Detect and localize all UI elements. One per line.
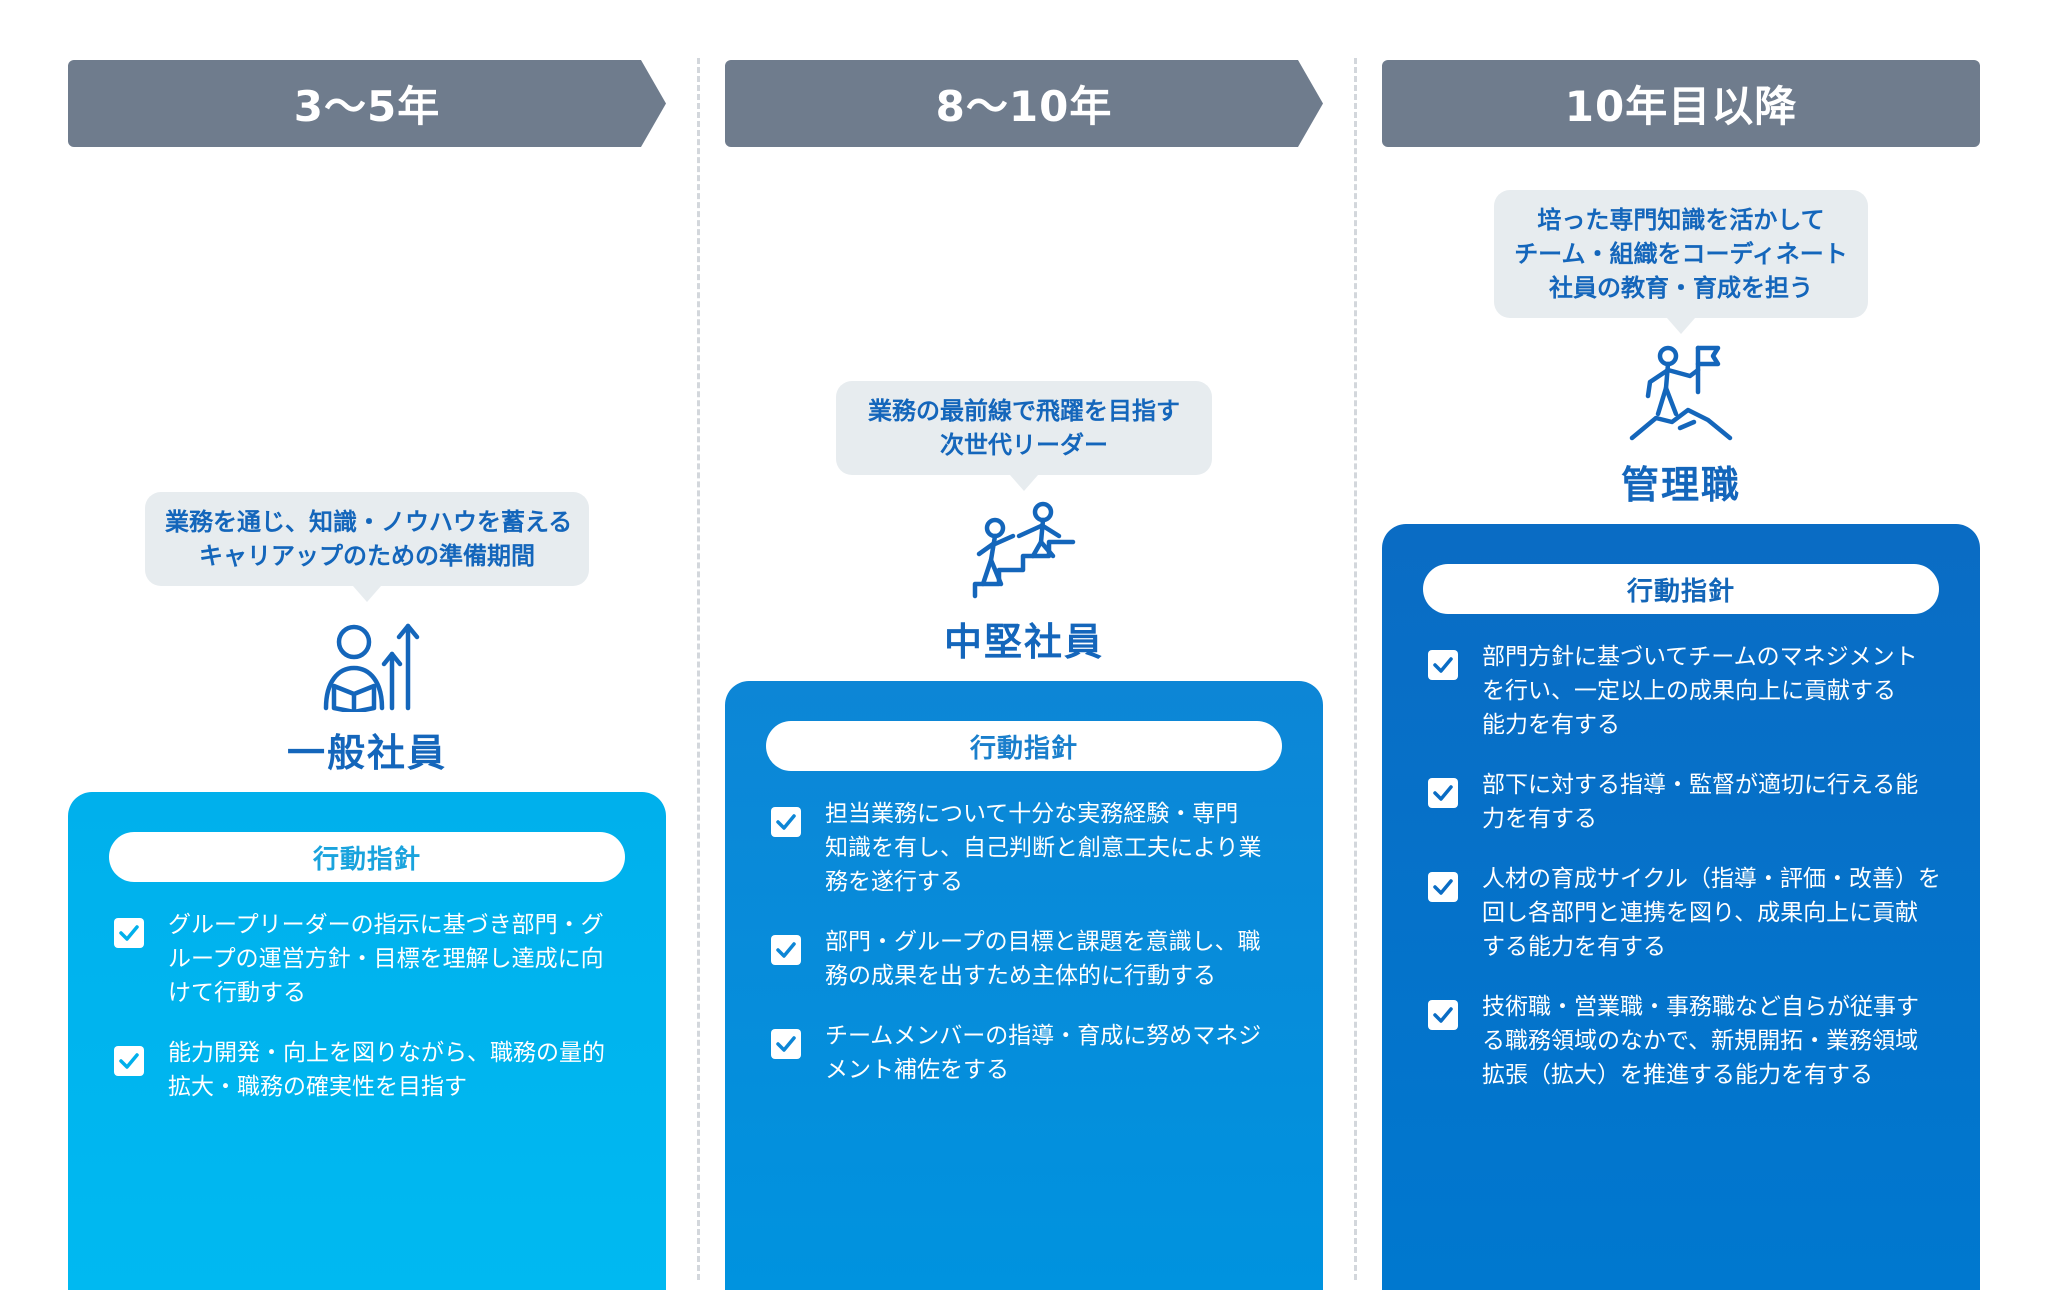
list-item: 部門方針に基づいてチームのマネジメント を行い、一定以上の成果向上に貢献する 能… <box>1422 640 1940 742</box>
list-item: 人材の育成サイクル（指導・評価・改善）を 回し各部門と連携を図り、成果向上に貢献… <box>1422 862 1941 964</box>
item-line: 務を遂行する <box>825 869 963 895</box>
bubble-line: 社員の教育・育成を担う <box>1549 274 1813 302</box>
list-item: グループリーダーの指示に基づき部門・グ ループの運営方針・目標を理解し達成に向 … <box>108 908 626 1010</box>
item-line: 力を有する <box>1482 806 1597 832</box>
column-divider <box>1354 58 1357 1280</box>
guideline-label: 行動指針 <box>766 721 1282 771</box>
bubble-line: 次世代リーダー <box>940 431 1108 459</box>
item-line: グループリーダーの指示に基づき部門・グ <box>168 912 604 938</box>
period-label: 3～5年 <box>293 82 441 131</box>
summit-flag-icon <box>1629 345 1733 441</box>
guideline-label: 行動指針 <box>1423 564 1939 614</box>
item-line: 能力開発・向上を図りながら、職務の量的 <box>168 1040 605 1066</box>
description-bubble: 業務の最前線で飛躍を目指す 次世代リーダー <box>836 381 1212 491</box>
item-line: チームメンバーの指導・育成に努めマネジ <box>825 1023 1262 1049</box>
item-line: けて行動する <box>168 980 306 1006</box>
role-title: 中堅社員 <box>943 620 1104 664</box>
stage-column-mid-level-staff: 8～10年 業務の最前線で飛躍を目指す 次世代リーダー 中堅社員 行動指針 <box>725 0 1323 1290</box>
guideline-list: 担当業務について十分な実務経験・専門 知識を有し、自己判断と創意工夫により業 務… <box>765 797 1283 1087</box>
list-item: チームメンバーの指導・育成に努めマネジ メント補佐をする <box>765 1019 1283 1087</box>
checkbox-check-icon <box>114 1046 144 1076</box>
item-text: 能力開発・向上を図りながら、職務の量的 拡大・職務の確実性を目指す <box>168 1036 626 1104</box>
item-line: 拡張（拡大）を推進する能力を有する <box>1482 1062 1873 1088</box>
bubble-line: 業務を通じ、知識・ノウハウを蓄える <box>165 508 573 536</box>
item-line: 回し各部門と連携を図り、成果向上に貢献 <box>1482 900 1919 926</box>
list-item: 部下に対する指導・監督が適切に行える能 力を有する <box>1422 768 1940 836</box>
checkbox-check-icon <box>114 918 144 948</box>
period-label: 10年目以降 <box>1564 82 1798 131</box>
item-line: する能力を有する <box>1482 934 1666 960</box>
bubble-line: 培った専門知識を活かして <box>1537 206 1825 234</box>
bubble-line: キャリアップのための準備期間 <box>199 542 535 570</box>
stage-column-general-staff: 3～5年 業務を通じ、知識・ノウハウを蓄える キャリアップのための準備期間 一般… <box>68 0 666 1290</box>
checkbox-check-icon <box>1428 778 1458 808</box>
item-line: 部門方針に基づいてチームのマネジメント <box>1482 644 1918 670</box>
checkbox-check-icon <box>1428 1000 1458 1030</box>
item-line: 知識を有し、自己判断と創意工夫により業 <box>825 835 1262 861</box>
item-line: る職務領域のなかで、新規開拓・業務領域 <box>1482 1028 1919 1054</box>
checkbox-check-icon <box>771 1029 801 1059</box>
item-text: 部門方針に基づいてチームのマネジメント を行い、一定以上の成果向上に貢献する 能… <box>1482 640 1940 742</box>
item-text: 人材の育成サイクル（指導・評価・改善）を 回し各部門と連携を図り、成果向上に貢献… <box>1482 862 1941 964</box>
item-line: 担当業務について十分な実務経験・専門 <box>825 801 1239 827</box>
item-text: 部下に対する指導・監督が適切に行える能 力を有する <box>1482 768 1940 836</box>
item-text: グループリーダーの指示に基づき部門・グ ループの運営方針・目標を理解し達成に向 … <box>168 908 626 1010</box>
period-header: 10年目以降 <box>1382 60 1980 147</box>
guideline-list: グループリーダーの指示に基づき部門・グ ループの運営方針・目標を理解し達成に向 … <box>108 908 626 1104</box>
guideline-label: 行動指針 <box>109 832 625 882</box>
role-title: 一般社員 <box>286 731 447 775</box>
stage-column-management: 10年目以降 培った専門知識を活かして チーム・組織をコーディネート 社員の教育… <box>1382 0 1980 1290</box>
item-line: 部下に対する指導・監督が適切に行える能 <box>1482 772 1919 798</box>
item-text: チームメンバーの指導・育成に努めマネジ メント補佐をする <box>825 1019 1283 1087</box>
item-line: 人材の育成サイクル（指導・評価・改善）を <box>1482 866 1941 892</box>
list-item: 部門・グループの目標と課題を意識し、職 務の成果を出すため主体的に行動する <box>765 925 1283 993</box>
item-text: 技術職・営業職・事務職など自らが従事す る職務領域のなかで、新規開拓・業務領域 … <box>1482 990 1940 1092</box>
item-line: 部門・グループの目標と課題を意識し、職 <box>825 929 1261 955</box>
item-text: 部門・グループの目標と課題を意識し、職 務の成果を出すため主体的に行動する <box>825 925 1283 993</box>
guideline-panel: 行動指針 グループリーダーの指示に基づき部門・グ ループの運営方針・目標を理解し… <box>68 792 666 1290</box>
bubble-line: チーム・組織をコーディネート <box>1514 240 1848 268</box>
reading-person-growth-arrows-icon <box>323 623 420 712</box>
list-item: 技術職・営業職・事務職など自らが従事す る職務領域のなかで、新規開拓・業務領域 … <box>1422 990 1940 1092</box>
list-item: 能力開発・向上を図りながら、職務の量的 拡大・職務の確実性を目指す <box>108 1036 626 1104</box>
bubble-line: 業務の最前線で飛躍を目指す <box>868 397 1180 425</box>
description-bubble: 培った専門知識を活かして チーム・組織をコーディネート 社員の教育・育成を担う <box>1494 190 1868 334</box>
period-label: 8～10年 <box>935 82 1113 131</box>
item-line: を行い、一定以上の成果向上に貢献する <box>1482 678 1896 704</box>
guideline-panel: 行動指針 担当業務について十分な実務経験・専門 知識を有し、自己判断と創意工夫に… <box>725 681 1323 1290</box>
item-line: 務の成果を出すため主体的に行動する <box>825 963 1216 989</box>
guideline-list: 部門方針に基づいてチームのマネジメント を行い、一定以上の成果向上に貢献する 能… <box>1422 640 1941 1092</box>
item-line: 技術職・営業職・事務職など自らが従事す <box>1482 994 1919 1020</box>
climbing-stairs-helping-icon <box>972 501 1076 599</box>
description-bubble: 業務を通じ、知識・ノウハウを蓄える キャリアップのための準備期間 <box>145 492 589 602</box>
period-header: 3～5年 <box>68 60 666 147</box>
item-line: メント補佐をする <box>825 1057 1009 1083</box>
list-item: 担当業務について十分な実務経験・専門 知識を有し、自己判断と創意工夫により業 務… <box>765 797 1283 899</box>
period-header: 8～10年 <box>725 60 1323 147</box>
item-line: 拡大・職務の確実性を目指す <box>168 1074 467 1100</box>
guideline-panel: 行動指針 部門方針に基づいてチームのマネジメント を行い、一定以上の成果向上に貢… <box>1382 524 1980 1290</box>
item-line: 能力を有する <box>1482 712 1620 738</box>
item-line: ループの運営方針・目標を理解し達成に向 <box>168 946 604 972</box>
checkbox-check-icon <box>1428 650 1458 680</box>
checkbox-check-icon <box>771 807 801 837</box>
role-title: 管理職 <box>1620 463 1741 507</box>
checkbox-check-icon <box>771 935 801 965</box>
item-text: 担当業務について十分な実務経験・専門 知識を有し、自己判断と創意工夫により業 務… <box>825 797 1283 899</box>
checkbox-check-icon <box>1428 872 1458 902</box>
column-divider <box>697 58 700 1280</box>
